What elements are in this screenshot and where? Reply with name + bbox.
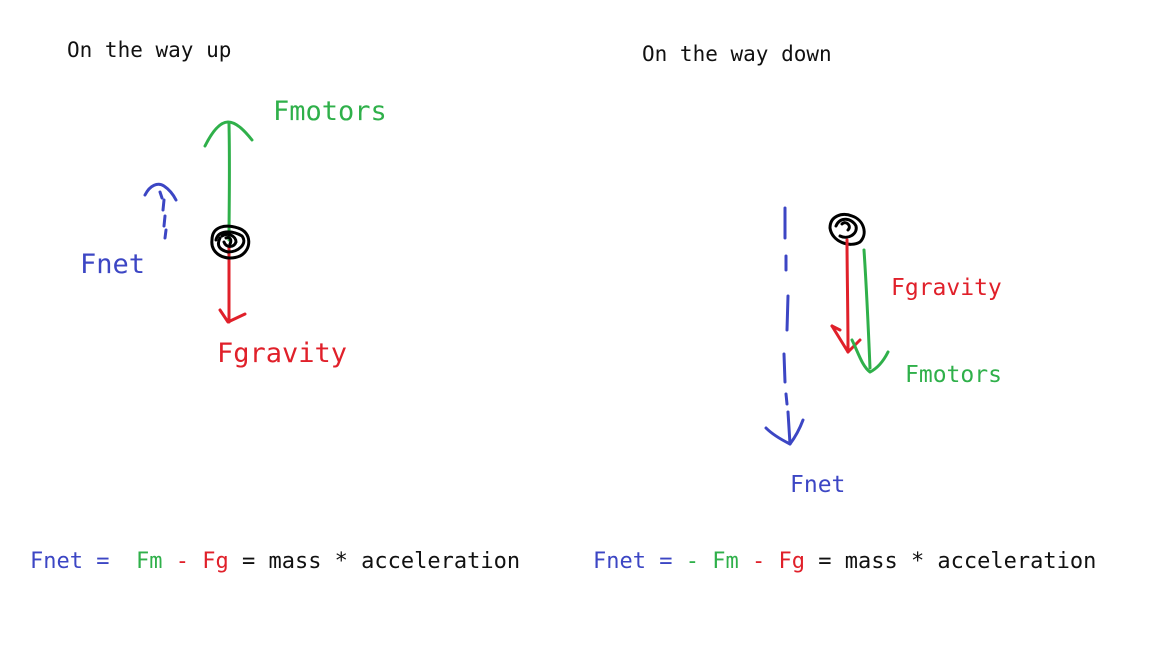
down-motors-label: Fmotors xyxy=(905,362,1002,388)
down-equation: Fnet = - Fm - Fg = mass * acceleration xyxy=(593,551,1096,573)
down-eq-minus: - xyxy=(738,549,779,574)
down-eq-fnet: Fnet xyxy=(593,549,646,574)
up-eq-minus: - xyxy=(162,549,203,574)
up-net-arrow xyxy=(143,182,178,240)
up-gravity-label: Fgravity xyxy=(217,338,348,369)
up-equation: Fnet = Fm - Fg = mass * acceleration xyxy=(30,551,520,573)
down-gravity-arrow xyxy=(830,238,862,354)
down-eq-equals: = xyxy=(645,549,686,574)
up-motors-label: Fmotors xyxy=(273,96,387,127)
down-object xyxy=(828,213,866,246)
up-gravity-arrow xyxy=(218,246,247,324)
up-motors-arrow xyxy=(203,120,254,242)
down-net-label: Fnet xyxy=(790,472,846,498)
up-object xyxy=(210,224,251,260)
down-eq-negative: - xyxy=(685,549,699,574)
down-eq-space xyxy=(699,549,712,574)
up-panel-title: On the way up xyxy=(67,38,232,62)
down-eq-fm: Fm xyxy=(712,549,739,574)
up-eq-fnet: Fnet xyxy=(30,549,83,574)
down-eq-fg: Fg xyxy=(778,549,805,574)
down-gravity-label: Fgravity xyxy=(891,275,1002,301)
up-eq-rest: = mass * acceleration xyxy=(228,549,521,574)
up-net-label: Fnet xyxy=(80,249,146,280)
down-panel-title: On the way down xyxy=(642,42,832,66)
up-eq-equals: = xyxy=(82,549,136,574)
up-eq-fm: Fm xyxy=(135,549,163,574)
up-eq-fg: Fg xyxy=(202,549,229,574)
down-net-arrow xyxy=(764,206,805,446)
down-eq-rest: = mass * acceleration xyxy=(804,549,1097,574)
down-motors-arrow xyxy=(850,248,890,374)
